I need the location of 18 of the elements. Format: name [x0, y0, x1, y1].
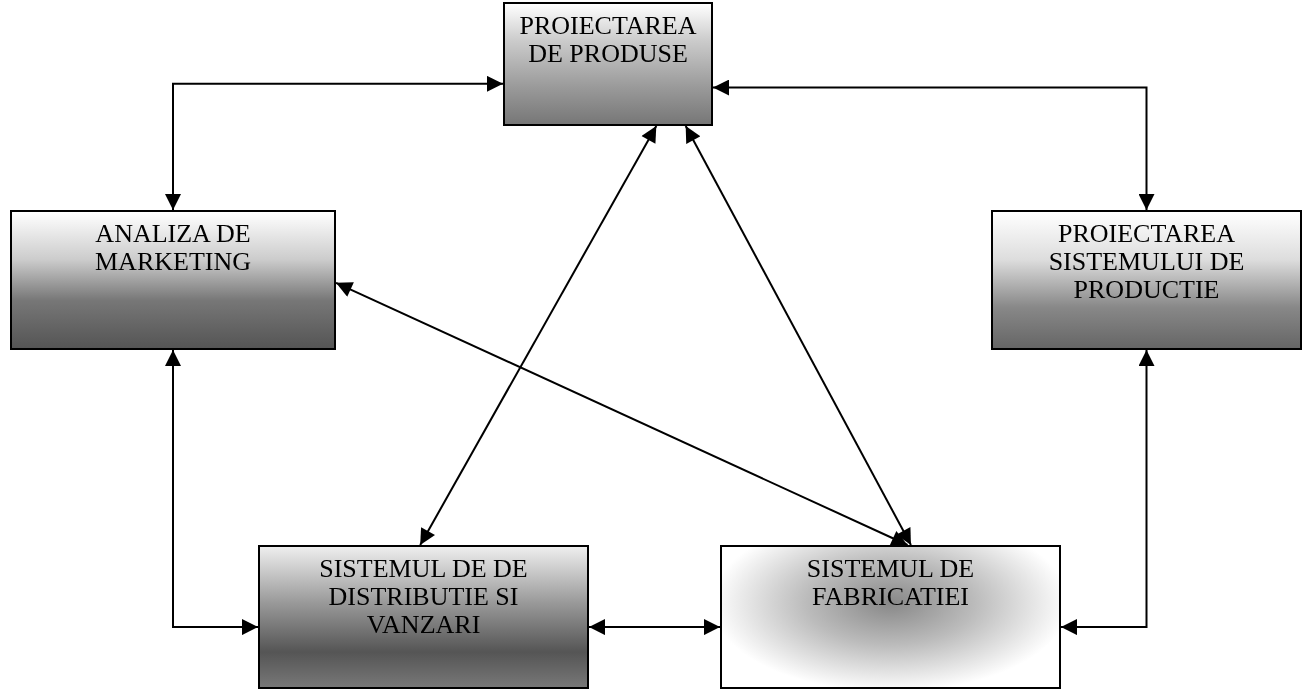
process-box	[258, 545, 589, 689]
double-arrow	[335, 281, 909, 546]
double-arrow	[588, 619, 721, 636]
box-label: ANALIZA DE MARKETING	[94, 220, 252, 277]
box-label: PROIECTAREA SISTEMULUI DE PRODUCTIE	[1047, 220, 1246, 305]
process-box	[720, 545, 1061, 689]
process-box	[991, 210, 1302, 350]
box-label: PROIECTAREA DE PRODUSE	[518, 12, 698, 69]
double-arrow	[419, 125, 658, 546]
box-label: SISTEMUL DE FABRICATIEI	[805, 555, 976, 612]
double-arrow	[1060, 349, 1155, 636]
process-box	[503, 2, 713, 126]
double-arrow	[165, 349, 259, 636]
double-arrow	[712, 79, 1155, 211]
double-arrow	[165, 75, 504, 211]
double-arrow	[684, 125, 912, 546]
process-box	[10, 210, 336, 350]
box-label: SISTEMUL DE DE DISTRIBUTIE SI VANZARI	[318, 555, 529, 640]
